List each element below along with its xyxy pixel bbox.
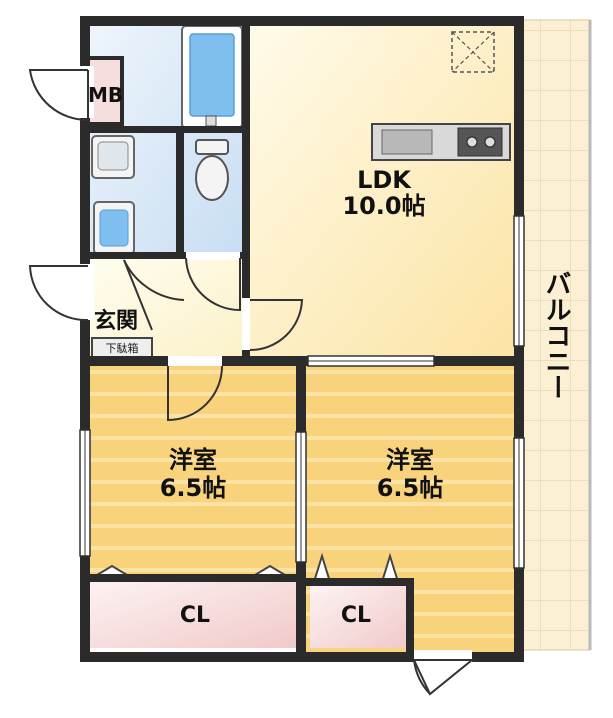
closet-left-floor: [88, 580, 296, 648]
west-room-floor: [88, 364, 302, 576]
genkan-label: 玄関: [94, 308, 138, 334]
balcony-label: バルコニー: [541, 270, 571, 400]
west-room-label: 洋室: [169, 446, 217, 474]
east-room-label: 洋室: [386, 446, 434, 474]
west-room-size: 6.5帖: [160, 474, 227, 502]
mb-label: MB: [88, 83, 123, 107]
ldk-label: LDK: [357, 166, 412, 194]
balcony-area: [517, 19, 591, 651]
ldk-floor: [248, 22, 518, 360]
closet-right-label: CL: [341, 603, 371, 628]
door-swings: [28, 69, 475, 696]
toilet-tank: [195, 139, 229, 155]
shoebox-label: 下駄箱: [106, 341, 139, 355]
east-room-size: 6.5帖: [377, 474, 444, 502]
window-mullions: [84, 216, 520, 568]
closet-left-label: CL: [180, 603, 210, 628]
toilet: [195, 155, 229, 201]
closet-right-floor: [310, 584, 408, 648]
ldk-size-label: 10.0帖: [342, 192, 425, 220]
fridge-space: [451, 31, 495, 73]
